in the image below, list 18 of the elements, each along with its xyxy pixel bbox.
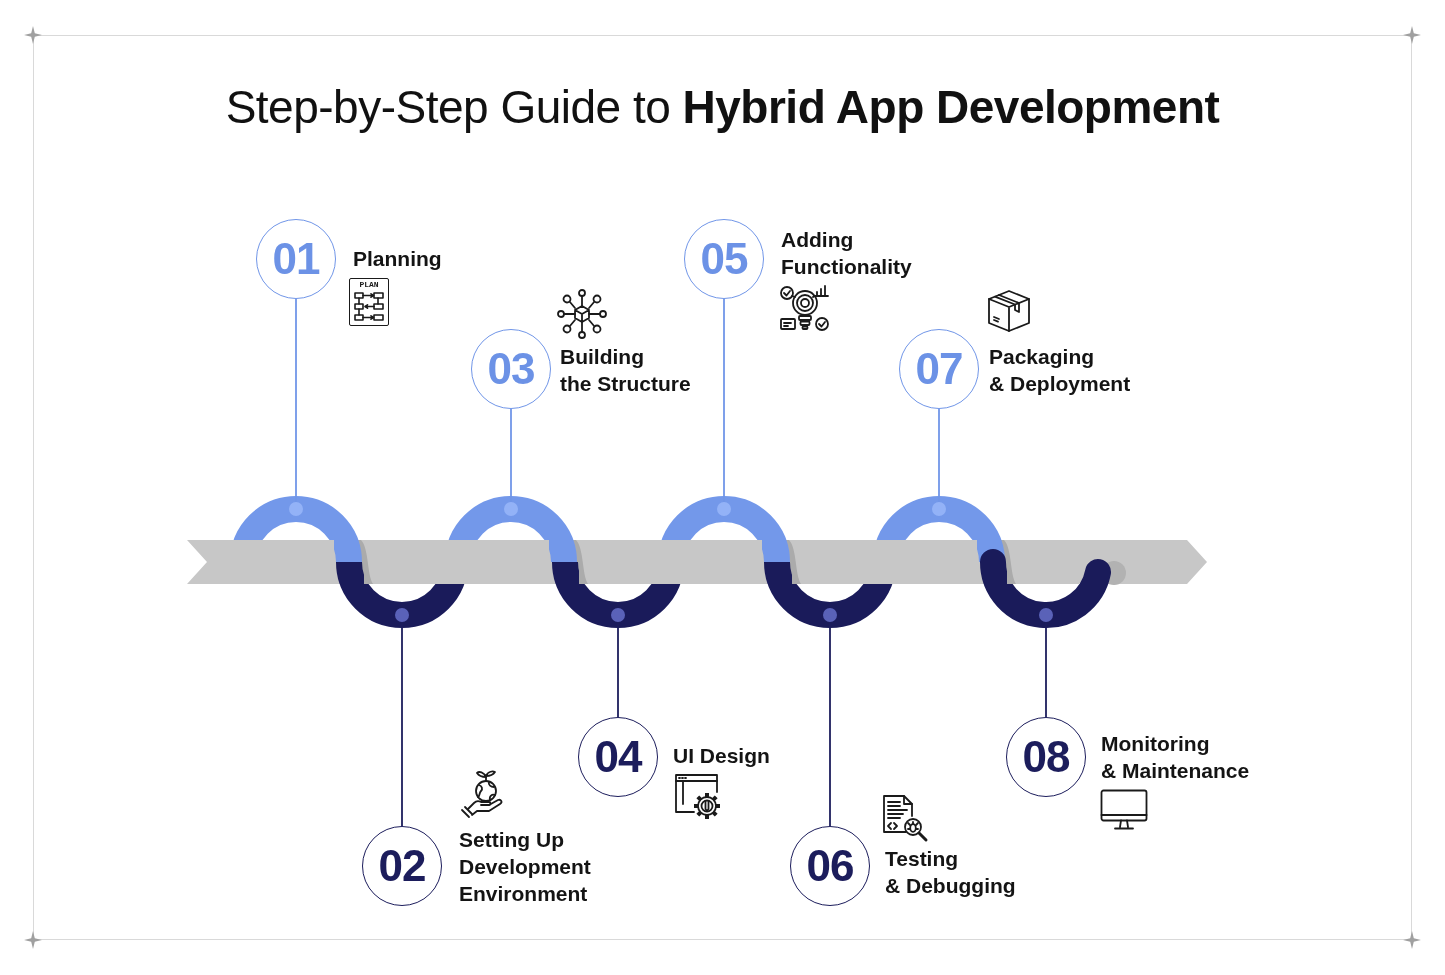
step-number: 07 [915, 347, 963, 391]
step-title: Monitoring & Maintenance [1101, 731, 1250, 784]
step-title: Adding Functionality [781, 227, 912, 280]
step-number: 03 [487, 347, 535, 391]
step-number: 06 [806, 844, 854, 888]
diagram-title: Step-by-Step Guide to Hybrid App Development [224, 80, 1221, 134]
step-title: Building the Structure [560, 344, 691, 397]
step-number: 02 [378, 844, 426, 888]
step-title: UI Design [673, 743, 770, 769]
step-title: Planning [353, 246, 442, 272]
step-number: 08 [1022, 735, 1070, 779]
step-title: Testing & Debugging [885, 846, 1016, 899]
step-number: 05 [700, 237, 748, 281]
step-title: Setting Up Development Environment [459, 827, 591, 907]
step-number: 04 [594, 735, 642, 779]
plan-label: PLAN [359, 281, 379, 289]
step-number: 01 [272, 237, 320, 281]
step-title: Packaging & Deployment [989, 344, 1131, 397]
